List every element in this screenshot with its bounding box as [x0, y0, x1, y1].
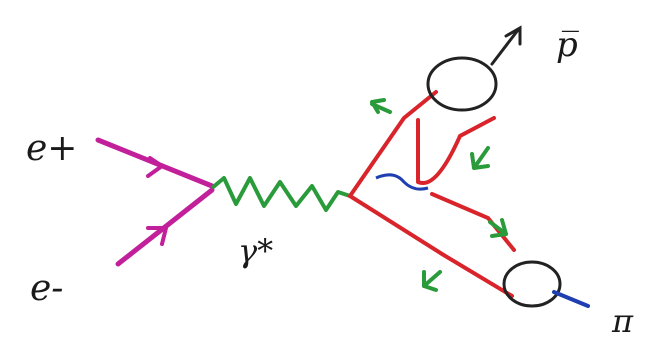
quark-upper-outer: [348, 90, 438, 198]
electron-arrow-icon: [146, 226, 169, 246]
photon-label: γ*: [238, 232, 273, 270]
quark-lines: [348, 90, 516, 298]
flow-arrow-lower-left-icon: [422, 270, 442, 292]
proton-out-arrow-icon: [490, 28, 520, 66]
flow-arrow-upper-right-icon: [470, 146, 490, 170]
pion-out-arrow-icon: [552, 290, 590, 308]
positron-arrow-icon: [146, 156, 166, 178]
positron-label: e+: [26, 128, 77, 169]
quark-lower-outer: [348, 194, 514, 298]
pion-blob: [502, 260, 562, 308]
proton-label: p̅: [556, 25, 579, 65]
hadron-arrows: [490, 25, 590, 308]
quark-inner-connector: [416, 116, 496, 185]
lepton-lines: [95, 137, 215, 267]
photon-line: [210, 176, 351, 212]
pion-label: π: [611, 302, 634, 340]
hadron-blobs: [426, 56, 562, 308]
electron-label: e-: [30, 268, 63, 309]
gluon-line: [375, 173, 429, 191]
flow-arrow-upper-left-icon: [370, 98, 392, 114]
flow-arrows: [370, 98, 508, 292]
proton-arrowhead-icon: [504, 25, 522, 46]
flow-arrow-mid-right-icon: [488, 218, 508, 238]
quark-lower-inner: [430, 192, 516, 252]
proton-blob: [426, 56, 498, 112]
